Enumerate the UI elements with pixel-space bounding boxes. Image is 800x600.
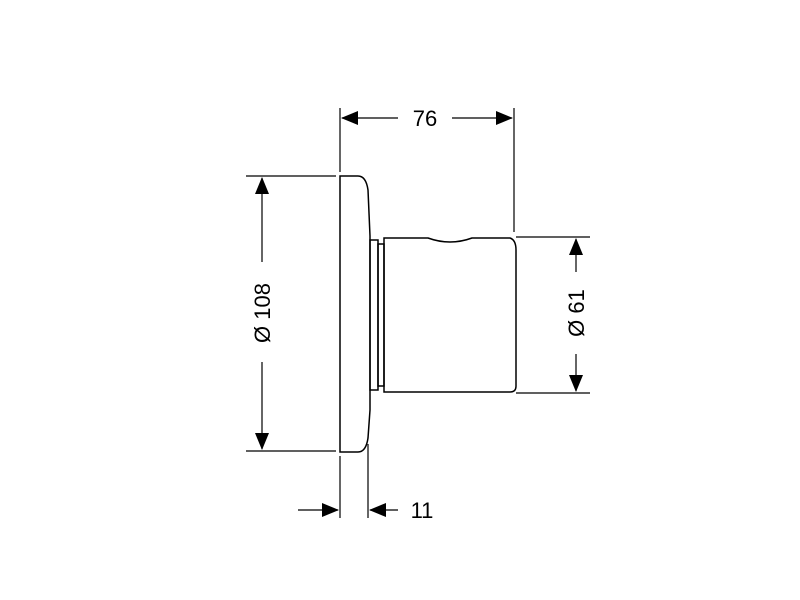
plate-depth-label: 11 — [411, 498, 434, 523]
arrowhead — [569, 375, 583, 392]
arrowhead — [255, 433, 269, 450]
handle-diameter-label: Ø 61 — [564, 289, 589, 337]
arrowhead — [341, 111, 358, 125]
dimension-handle-diameter: Ø 61 — [516, 236, 590, 394]
arrowhead — [369, 503, 386, 517]
dimension-overall-depth: 76 — [339, 106, 515, 232]
collar-inner — [377, 243, 385, 387]
dimension-plate-diameter: Ø 108 — [246, 175, 336, 452]
dimension-plate-depth: 11 — [298, 444, 433, 523]
arrowhead — [255, 177, 269, 194]
arrowhead — [322, 503, 339, 517]
product-outline — [339, 175, 517, 453]
plate-diameter-label: Ø 108 — [250, 283, 275, 343]
arrowhead — [496, 111, 513, 125]
handle — [383, 237, 517, 393]
overall-depth-label: 76 — [413, 106, 437, 131]
collar — [369, 239, 379, 391]
wall-plate — [339, 175, 371, 453]
arrowhead — [569, 238, 583, 255]
